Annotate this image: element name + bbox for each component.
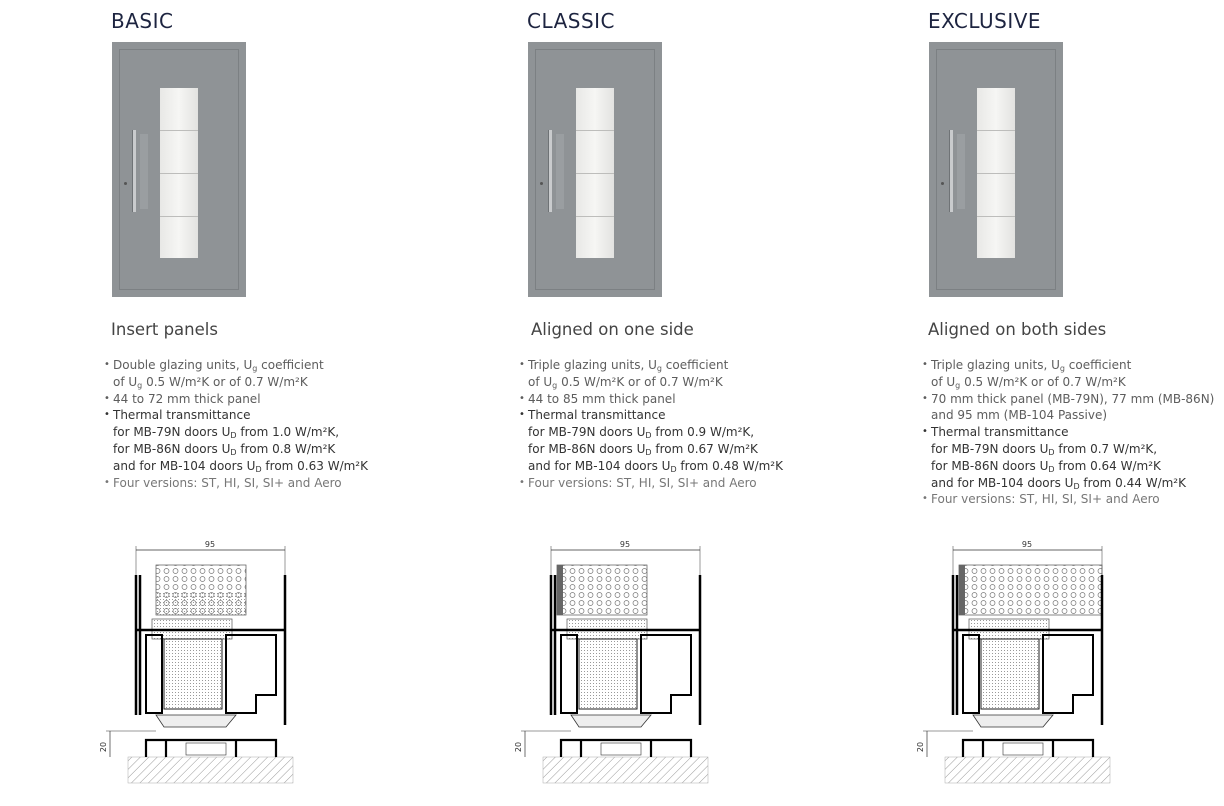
feature-line: Four versions: ST, HI, SI, SI+ and Aero [528,475,757,490]
product-subtitle: Aligned on one side [531,320,694,339]
feature-line: and for MB-104 doors UD from 0.48 W/m²K [528,458,783,474]
feature-line: Thermal transmittance [113,408,251,423]
product-title: CLASSIC [527,9,616,33]
height-dimension-label: 20 [916,742,925,752]
feature-item: 70 mm thick panel (MB-79N), 77 mm (MB-86… [922,391,1215,425]
product-title: EXCLUSIVE [928,9,1042,33]
floor-hatch [944,756,1111,784]
width-dimension-label: 95 [1022,540,1032,549]
feature-line: and 95 mm (MB-104 Passive) [931,408,1108,423]
width-dimension-label: 95 [620,540,630,549]
feature-item: Thermal transmittance for MB-79N doors UD… [104,407,368,474]
feature-line: and for MB-104 doors UD from 0.63 W/m²K [113,458,368,474]
product-subtitle: Aligned on both sides [928,320,1107,339]
feature-line: of Ug 0.5 W/m²K or of 0.7 W/m²K [113,374,308,390]
feature-line: for MB-79N doors UD from 1.0 W/m²K, [113,425,340,441]
door-image [528,42,662,297]
feature-line: Triple glazing units, Ug coefficient [931,358,1132,373]
feature-line: Thermal transmittance [931,425,1069,440]
feature-line: Four versions: ST, HI, SI, SI+ and Aero [931,492,1160,507]
feature-line: and for MB-104 doors UD from 0.44 W/m²K [931,475,1186,491]
height-dimension-label: 20 [514,742,523,752]
feature-line: for MB-79N doors UD from 0.9 W/m²K, [528,425,755,441]
feature-item: Thermal transmittance for MB-79N doors UD… [519,407,783,474]
floor-hatch [542,756,709,784]
height-dimension-label: 20 [99,742,108,752]
door-image [112,42,246,297]
feature-line: for MB-86N doors UD from 0.64 W/m²K [931,458,1161,474]
product-column-classic: CLASSIC Aligned on one side Triple glazi… [514,0,857,806]
feature-line: of Ug 0.5 W/m²K or of 0.7 W/m²K [528,374,723,390]
feature-item: 44 to 72 mm thick panel [104,391,368,408]
feature-line: Four versions: ST, HI, SI, SI+ and Aero [113,475,342,490]
feature-line: Double glazing units, Ug coefficient [113,358,324,373]
door-image [929,42,1063,297]
feature-line: 44 to 72 mm thick panel [113,391,261,406]
feature-item: Four versions: ST, HI, SI, SI+ and Aero [104,475,368,492]
door-handle [132,130,136,212]
feature-line: for MB-79N doors UD from 0.7 W/m²K, [931,441,1158,457]
feature-line: 70 mm thick panel (MB-79N), 77 mm (MB-86… [931,391,1215,406]
width-dimension-label: 95 [205,540,215,549]
cross-section-drawing: 95 20 [514,540,709,784]
floor-hatch [127,756,294,784]
cross-section-drawing: 95 20 [99,540,294,784]
product-column-exclusive: EXCLUSIVE Aligned on both sides Triple g… [916,0,1224,806]
feature-line: Thermal transmittance [528,408,666,423]
door-handle [548,130,552,212]
product-title: BASIC [111,9,174,33]
feature-item: Four versions: ST, HI, SI, SI+ and Aero [519,475,783,492]
feature-line: for MB-86N doors UD from 0.67 W/m²K [528,441,758,457]
product-subtitle: Insert panels [111,320,218,339]
product-column-basic: BASIC Insert panels Double glazing units… [99,0,441,806]
door-handle [949,130,953,212]
feature-item: Four versions: ST, HI, SI, SI+ and Aero [922,491,1214,508]
cross-section-drawing: 95 20 [916,540,1111,784]
feature-line: 44 to 85 mm thick panel [528,391,676,406]
feature-line: of Ug 0.5 W/m²K or of 0.7 W/m²K [931,374,1126,390]
feature-line: for MB-86N doors UD from 0.8 W/m²K [113,441,336,457]
feature-line: Triple glazing units, Ug coefficient [528,358,729,373]
feature-item: 44 to 85 mm thick panel [519,391,783,408]
